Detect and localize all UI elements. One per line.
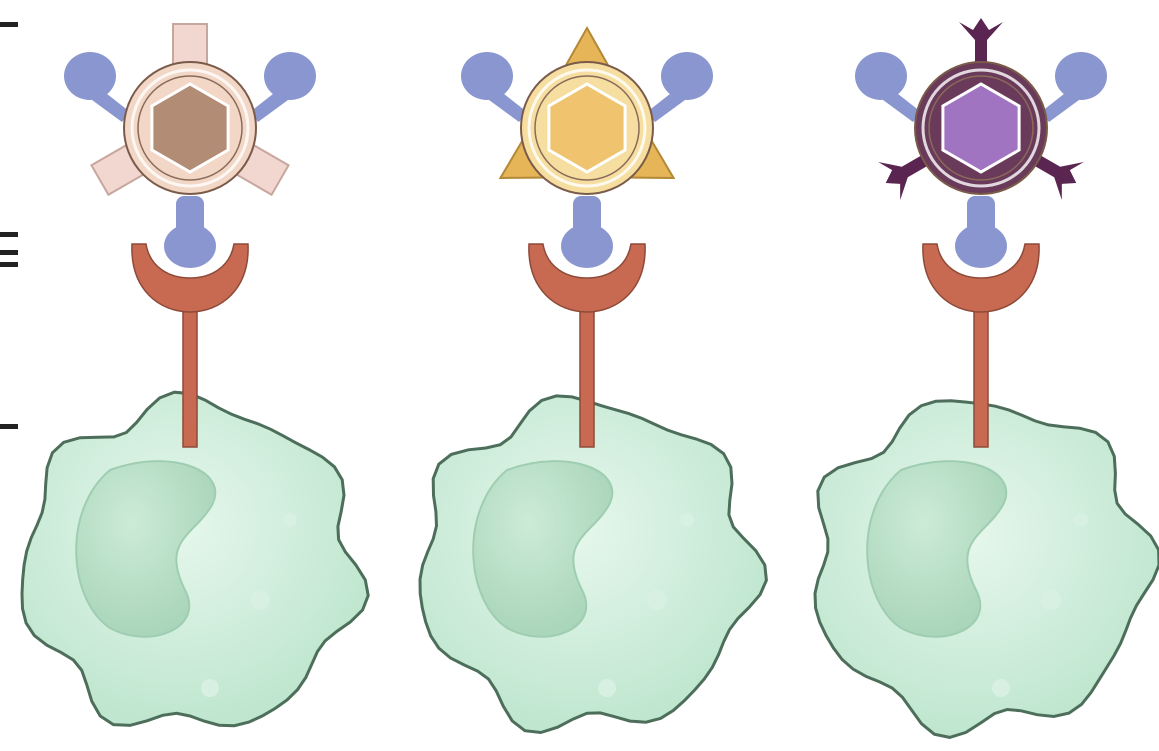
antibody-fab (461, 52, 513, 100)
complex-right (815, 18, 1159, 737)
receptor-stalk (974, 295, 988, 447)
antibody-fab (64, 52, 116, 100)
cell-granule (680, 513, 694, 527)
complex-middle (420, 28, 766, 733)
cell-granule (1041, 590, 1061, 610)
margin-ticks (0, 22, 18, 429)
receptor-stalk (183, 295, 197, 447)
antibody-hinge (573, 196, 601, 236)
cell-granule (992, 679, 1010, 697)
cell-granule (201, 679, 219, 697)
cell-granule (598, 679, 616, 697)
receptor-stalk (580, 295, 594, 447)
antibody-fab (855, 52, 907, 100)
immune-cell-icon (815, 401, 1159, 738)
complex-left (22, 24, 368, 726)
cell-granule (250, 590, 270, 610)
antigen-spike (959, 18, 1003, 66)
antibody-fab (264, 52, 316, 100)
cell-membrane (815, 401, 1159, 738)
cell-granule (1074, 513, 1088, 527)
cell-granule (283, 513, 297, 527)
antibody-fab (661, 52, 713, 100)
antibody-fab (1055, 52, 1107, 100)
cell-granule (647, 590, 667, 610)
antibody-hinge (967, 196, 995, 236)
antibody-hinge (176, 196, 204, 236)
